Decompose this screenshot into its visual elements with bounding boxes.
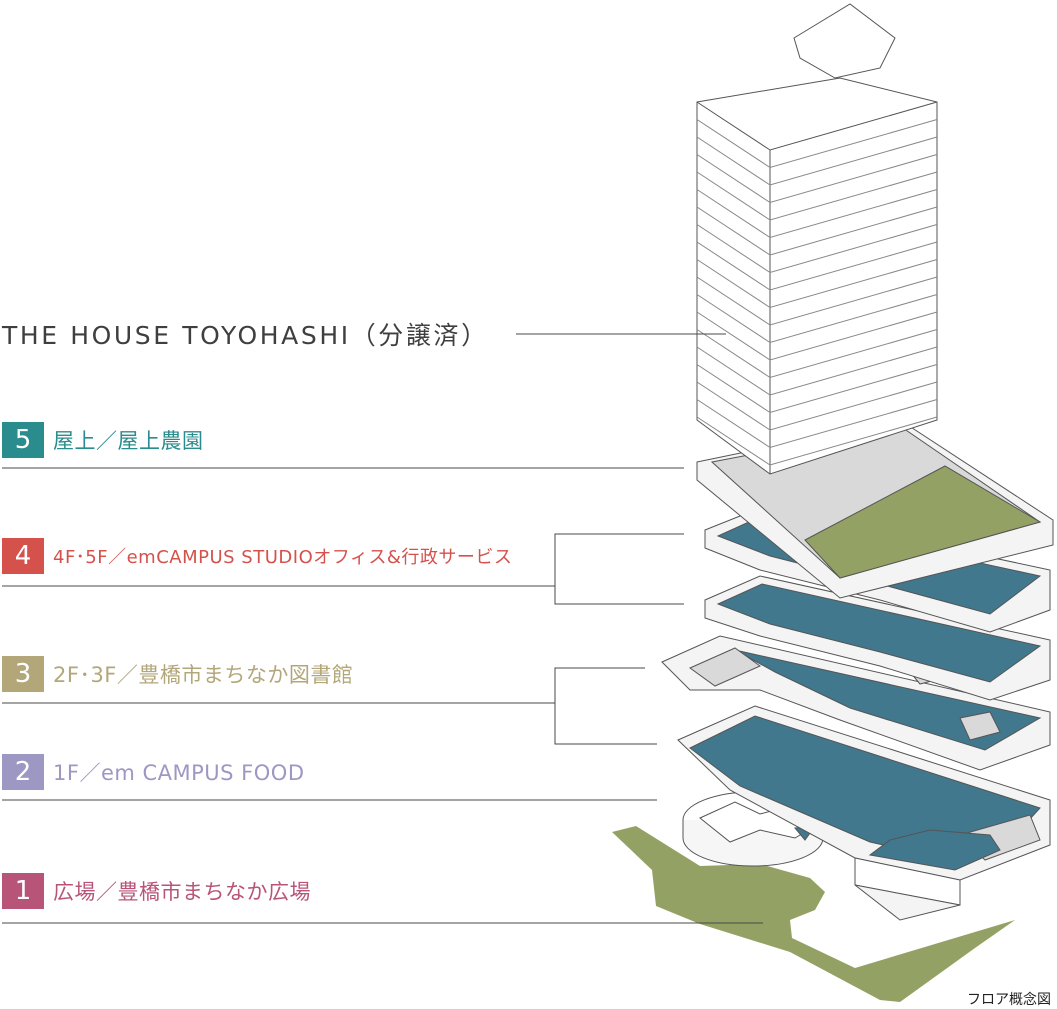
diagram-caption: フロア概念図 bbox=[967, 989, 1051, 1009]
floor-number-badge: 2 bbox=[2, 754, 44, 790]
tower bbox=[697, 4, 937, 474]
floor-row-rooftop: 5 屋上／屋上農園 bbox=[2, 422, 204, 458]
floor-number-badge: 4 bbox=[2, 538, 44, 574]
floor-number-badge: 5 bbox=[2, 422, 44, 458]
floor-row-4f-5f: 4 4F･5F／emCAMPUS STUDIOオフィス&行政サービス bbox=[2, 538, 512, 574]
building-label: THE HOUSE TOYOHASHI（分譲済） bbox=[2, 316, 489, 352]
floor-row-1f: 2 1F／em CAMPUS FOOD bbox=[2, 754, 305, 790]
floor-label: 2F･3F／豊橋市まちなか図書館 bbox=[53, 659, 353, 689]
floor-label: 屋上／屋上農園 bbox=[53, 425, 204, 455]
floor-number-badge: 3 bbox=[2, 656, 44, 692]
floor-label: 広場／豊橋市まちなか広場 bbox=[53, 876, 311, 906]
floor-row-plaza: 1 広場／豊橋市まちなか広場 bbox=[2, 873, 311, 909]
floor-label: 4F･5F／emCAMPUS STUDIOオフィス&行政サービス bbox=[53, 543, 512, 569]
floor-row-2f-3f: 3 2F･3F／豊橋市まちなか図書館 bbox=[2, 656, 353, 692]
floor-label: 1F／em CAMPUS FOOD bbox=[53, 757, 305, 787]
floor-number-badge: 1 bbox=[2, 873, 44, 909]
